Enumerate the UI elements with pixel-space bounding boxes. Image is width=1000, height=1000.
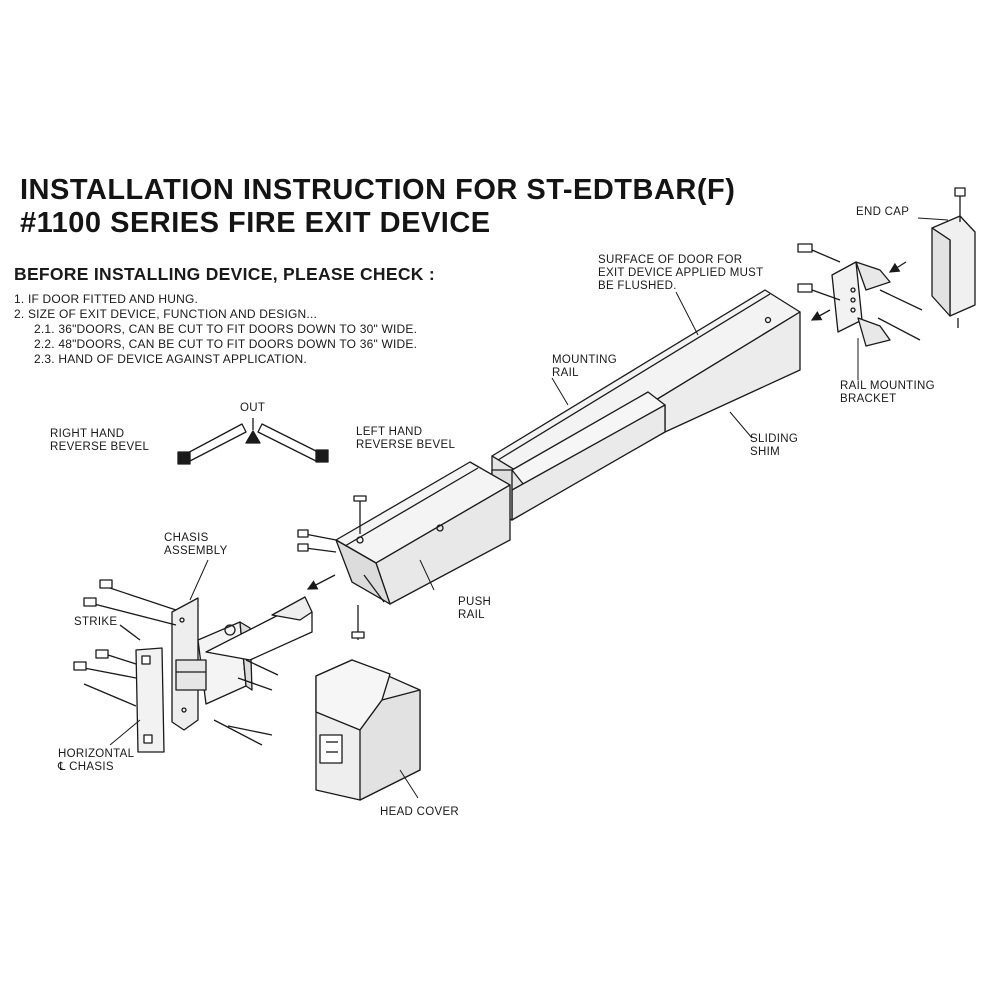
push-rail-line-1: PUSH	[458, 596, 492, 608]
right-hand-line-2: REVERSE BEVEL	[50, 441, 150, 453]
hand-bevel-diagram	[177, 418, 329, 465]
surface-note-line-3: BE FLUSHED.	[598, 280, 677, 292]
head-cover-drawing	[315, 659, 421, 801]
rail-bracket-line-2: BRACKET	[840, 393, 897, 405]
checklist-item: 2. SIZE OF EXIT DEVICE, FUNCTION AND DES…	[14, 307, 318, 321]
rail-bracket-label: RAIL MOUNTING BRACKET	[840, 380, 935, 406]
title-line-1: INSTALLATION INSTRUCTION FOR ST-EDTBAR(F…	[20, 174, 736, 206]
chasis-line-2: ASSEMBLY	[164, 545, 228, 557]
mounting-rail-line-2: RAIL	[552, 367, 579, 379]
strike-drawing	[73, 624, 165, 753]
checklist-item: 2.3. HAND OF DEVICE AGAINST APPLICATION.	[34, 352, 307, 366]
chasis-line-1: CHASIS	[164, 532, 209, 544]
leader-lines	[109, 217, 949, 799]
sliding-shim-line-1: SLIDING	[750, 433, 799, 445]
chassis-screws	[83, 579, 279, 746]
out-label: OUT	[240, 402, 266, 414]
left-hand-label: LEFT HAND REVERSE BEVEL	[356, 426, 455, 452]
mounting-rail-label: MOUNTING RAIL	[552, 354, 617, 380]
left-hand-line-2: REVERSE BEVEL	[356, 439, 456, 451]
chassis-assembly-drawing	[171, 596, 313, 731]
surface-note: SURFACE OF DOOR FOR EXIT DEVICE APPLIED …	[598, 254, 763, 293]
horizontal-line-2: ℄ CHASIS	[58, 761, 114, 773]
chasis-label: CHASIS ASSEMBLY	[164, 532, 228, 558]
strike-label: STRIKE	[74, 616, 118, 628]
surface-note-line-2: EXIT DEVICE APPLIED MUST	[598, 267, 764, 279]
horizontal-chasis-label: HORIZONTAL ℄ CHASIS	[58, 748, 134, 774]
sliding-shim-label: SLIDING SHIM	[750, 433, 798, 459]
checklist-item: 2.2. 48"DOORS, CAN BE CUT TO FIT DOORS D…	[34, 337, 418, 351]
end-cap-drawing	[931, 187, 976, 328]
checklist: 1. IF DOOR FITTED AND HUNG. 2. SIZE OF E…	[14, 292, 417, 367]
left-hand-line-1: LEFT HAND	[356, 426, 423, 438]
push-rail-label: PUSH RAIL	[458, 596, 491, 622]
end-cap-label: END CAP	[856, 206, 910, 218]
push-rail-screws	[297, 495, 367, 640]
surface-note-line-1: SURFACE OF DOOR FOR	[598, 254, 743, 266]
head-cover-label: HEAD COVER	[380, 806, 460, 818]
checklist-item: 1. IF DOOR FITTED AND HUNG.	[14, 292, 199, 306]
mounting-rail-line-1: MOUNTING	[552, 354, 618, 366]
checklist-item: 2.1. 36"DOORS, CAN BE CUT TO FIT DOORS D…	[34, 322, 418, 336]
title-line-2: #1100 SERIES FIRE EXIT DEVICE	[20, 207, 491, 239]
horizontal-line-1: HORIZONTAL	[58, 748, 135, 760]
checklist-heading: BEFORE INSTALLING DEVICE, PLEASE CHECK :	[14, 264, 436, 284]
rail-mounting-bracket-drawing	[797, 243, 923, 347]
right-hand-line-1: RIGHT HAND	[50, 428, 125, 440]
push-rail-line-2: RAIL	[458, 609, 485, 621]
sliding-shim-line-2: SHIM	[750, 446, 780, 458]
push-rail-drawing	[335, 461, 511, 605]
right-hand-label: RIGHT HAND REVERSE BEVEL	[50, 428, 149, 454]
rail-bracket-line-1: RAIL MOUNTING	[840, 380, 935, 392]
